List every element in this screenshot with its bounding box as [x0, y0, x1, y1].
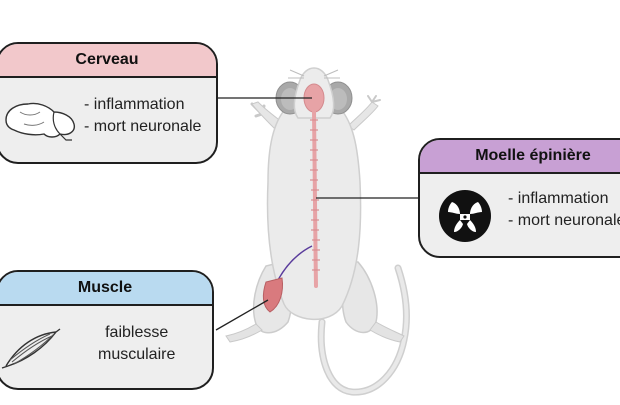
- muscle-card: Muscle faiblesse musculaire: [0, 270, 214, 390]
- muscle-symptom-2: musculaire: [98, 346, 176, 363]
- spine-symptom-2: - mort neuronale: [508, 212, 620, 229]
- mouse-sciatic-nerve: [277, 245, 313, 281]
- muscle-symptom-1: faiblesse: [105, 324, 169, 341]
- mouse-front-right-paw: [347, 101, 379, 131]
- spine-card-title: Moelle épinière: [420, 140, 620, 174]
- spine-card-text: - inflammation - mort neuronale: [508, 188, 620, 232]
- brain-card-title: Cerveau: [0, 44, 216, 78]
- brain-icon: [5, 102, 75, 141]
- brain-symptom-1: - inflammation: [84, 96, 185, 113]
- mouse-muscle-highlight: [262, 277, 283, 313]
- mouse-spinal-cord: [312, 108, 318, 288]
- muscle-card-body: faiblesse musculaire: [0, 306, 212, 388]
- spinal-cord-section-icon: [439, 190, 491, 242]
- muscle-card-text: faiblesse musculaire: [98, 322, 175, 366]
- muscle-connector-line: [215, 299, 269, 331]
- muscle-fiber-icon: [1, 328, 61, 369]
- brain-symptom-2: - mort neuronale: [84, 118, 202, 135]
- brain-card-text: - inflammation - mort neuronale: [84, 94, 201, 138]
- muscle-card-title: Muscle: [0, 272, 212, 306]
- brain-card: Cerveau - inflammation - mort neuronale: [0, 42, 218, 164]
- spine-card-body: - inflammation - mort neuronale: [420, 174, 620, 256]
- spine-symptom-1: - inflammation: [508, 190, 609, 207]
- brain-card-body: - inflammation - mort neuronale: [0, 78, 216, 162]
- spine-card: Moelle épinière - inflammation - mort ne…: [418, 138, 620, 258]
